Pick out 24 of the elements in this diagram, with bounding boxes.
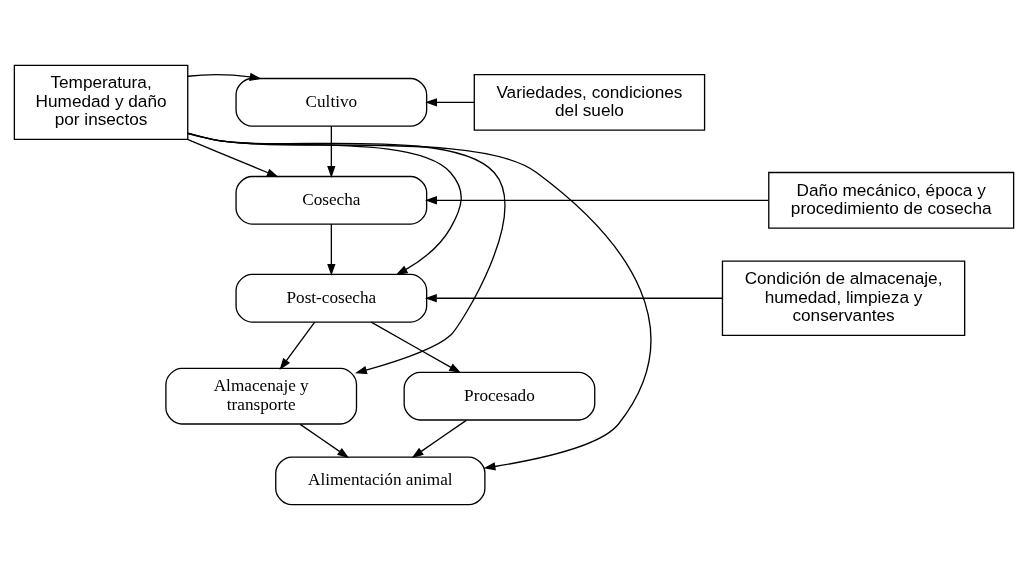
node-box: Post-cosecha: [235, 273, 428, 323]
arrow: [425, 196, 770, 205]
arrow: [187, 132, 462, 276]
arrow: [187, 72, 262, 82]
arrow: [425, 98, 475, 107]
arrow: [370, 321, 462, 374]
arrow: [186, 138, 279, 178]
arrow: [187, 132, 506, 375]
arrow: [187, 132, 652, 471]
arrow: [424, 294, 723, 303]
arrow: [327, 125, 336, 178]
node-box: Daño mecánico, época y procedimiento de cosecha: [768, 171, 1015, 229]
node-box: Alimentación animal: [275, 456, 486, 506]
arrow: [327, 223, 336, 276]
node-box: Temperatura, Humedad y daño por insectos: [13, 64, 189, 141]
node-box: Almacenaje y transporte: [165, 367, 358, 425]
node-box: Variedades, condiciones del suelo: [473, 73, 706, 131]
node-box: Cosecha: [235, 175, 428, 225]
arrow: [299, 423, 350, 459]
arrow: [279, 321, 316, 370]
node-box: Cultivo: [235, 77, 428, 127]
arrow: [411, 419, 467, 458]
node-box: Condición de almacenaje, humedad, limpieza y conservantes: [721, 260, 966, 336]
node-box: Procesado: [403, 371, 596, 421]
